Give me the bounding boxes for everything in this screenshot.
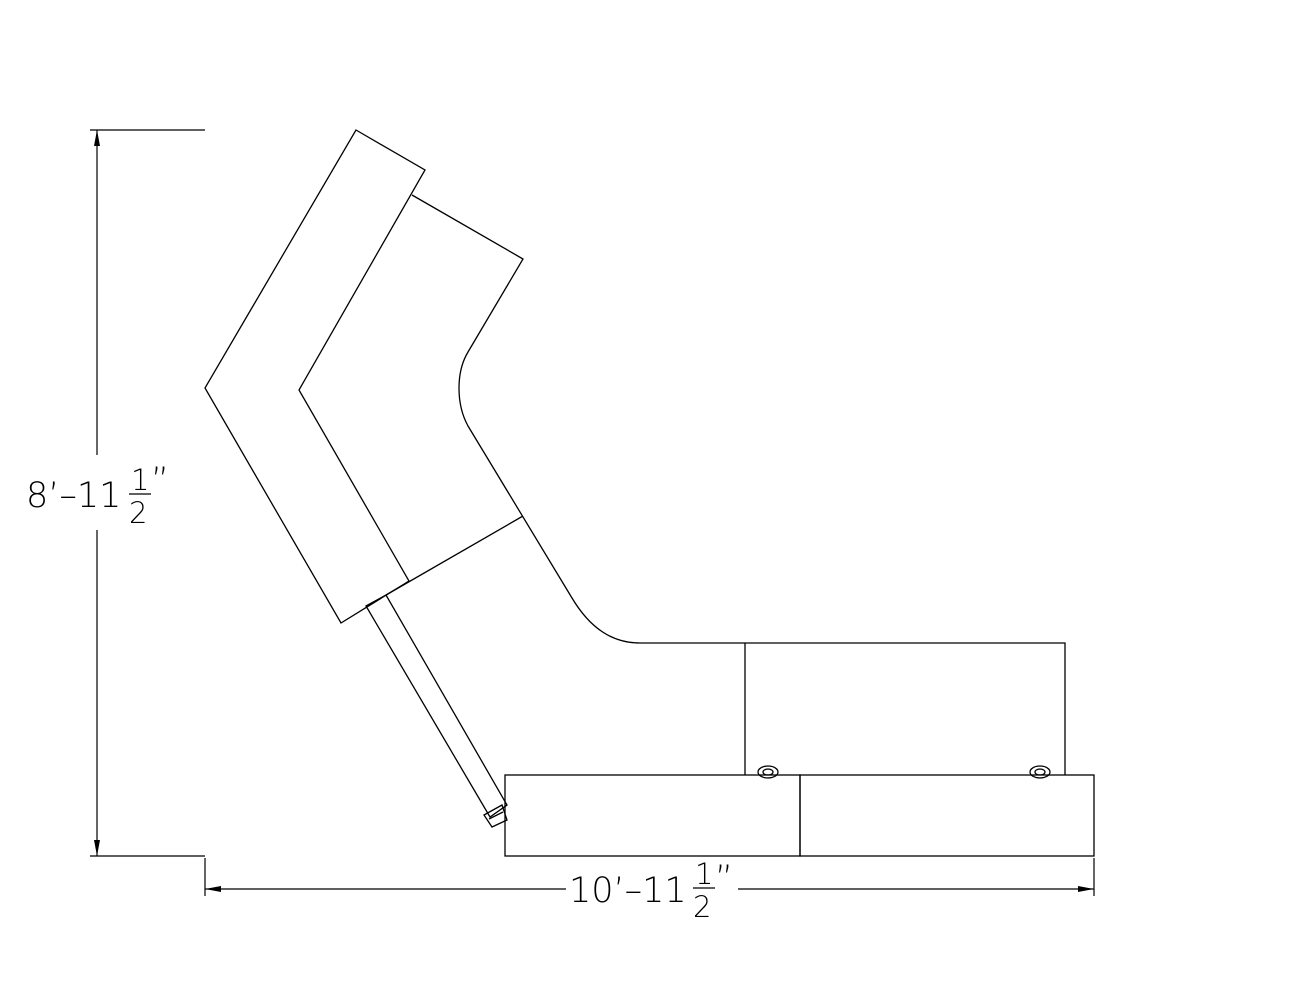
- angled-seat-section: [411, 194, 1066, 775]
- height-arrow-bottom: [94, 840, 100, 856]
- front-ottoman-left: [504, 774, 801, 857]
- arm-rail: [365, 594, 508, 818]
- angled-back-cushion: [204, 129, 426, 624]
- arm-rail-end-detail: [488, 811, 504, 820]
- width-denominator: 2: [693, 890, 711, 924]
- height-arrow-top: [94, 130, 100, 146]
- height-dimension: 8’–11 1 2 ”: [26, 129, 205, 857]
- width-numerator: 1: [695, 857, 713, 891]
- width-arrow-right: [1078, 886, 1094, 892]
- height-suffix: ”: [151, 461, 169, 501]
- arm-rail-end: [483, 804, 508, 828]
- bolt-left: [757, 765, 779, 779]
- width-arrow-left: [205, 886, 221, 892]
- width-dimension: 10’–11 1 2 ”: [204, 857, 1095, 924]
- height-denominator: 2: [129, 496, 147, 530]
- angled-seat-divider: [385, 515, 524, 596]
- width-suffix: ”: [715, 859, 733, 899]
- front-ottoman-right: [799, 774, 1095, 857]
- width-whole-text: 10’–11: [569, 871, 687, 911]
- height-numerator: 1: [131, 463, 149, 497]
- bolt-right: [1029, 765, 1051, 779]
- height-whole-text: 8’–11: [26, 476, 121, 516]
